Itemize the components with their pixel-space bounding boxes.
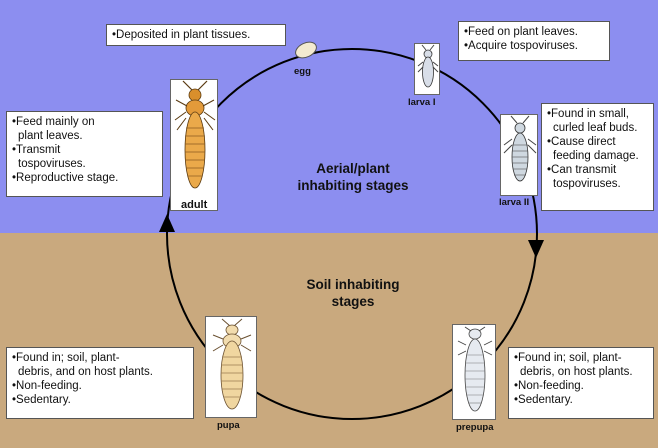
larva2-note: •Found in small, curled leaf buds. •Caus… <box>541 103 654 211</box>
prepupa-note-line-1: •Found in; soil, plant- <box>514 351 648 365</box>
cycle-arrow-down <box>528 240 544 258</box>
cycle-arrow-up <box>159 214 175 232</box>
larva1-card <box>414 43 440 95</box>
adult-note-line-5: •Reproductive stage. <box>12 171 157 185</box>
adult-note: •Feed mainly on plant leaves. •Transmit … <box>6 111 163 197</box>
larva2-note-line-5: •Can transmit <box>547 163 648 177</box>
aerial-zone-label: Aerial/plant inhabiting stages <box>268 160 438 194</box>
pupa-note-line-1: •Found in; soil, plant- <box>12 351 188 365</box>
larva1-label: larva I <box>408 97 435 108</box>
larva2-note-line-4: feeding damage. <box>547 149 648 163</box>
adult-note-line-4: tospoviruses. <box>12 157 157 171</box>
soil-zone-label-line-1: Soil inhabiting <box>268 276 438 293</box>
prepupa-note-line-4: •Sedentary. <box>514 393 648 407</box>
larva2-image <box>501 115 539 197</box>
egg-note-line: •Deposited in plant tissues. <box>112 28 280 42</box>
pupa-image <box>206 317 258 419</box>
prepupa-note: •Found in; soil, plant- debris, on host … <box>508 347 654 419</box>
prepupa-card <box>452 324 496 420</box>
larva1-note: •Feed on plant leaves. •Acquire tospovir… <box>458 21 610 61</box>
larva2-label: larva II <box>499 197 529 208</box>
egg-note: •Deposited in plant tissues. <box>106 24 286 46</box>
larva2-note-line-3: •Cause direct <box>547 135 648 149</box>
prepupa-image <box>453 325 497 421</box>
pupa-note: •Found in; soil, plant- debris, and on h… <box>6 347 194 419</box>
egg-image <box>290 37 322 65</box>
larva2-card <box>500 114 538 196</box>
adult-card <box>170 79 218 211</box>
pupa-note-line-3: •Non-feeding. <box>12 379 188 393</box>
prepupa-note-line-2: debris, on host plants. <box>514 365 648 379</box>
adult-note-line-2: plant leaves. <box>12 129 157 143</box>
egg-label: egg <box>294 66 311 77</box>
larva2-note-line-6: tospoviruses. <box>547 177 648 191</box>
adult-image <box>171 80 219 212</box>
larva1-note-line-1: •Feed on plant leaves. <box>464 25 604 39</box>
prepupa-label: prepupa <box>456 422 493 433</box>
pupa-card <box>205 316 257 418</box>
prepupa-note-line-3: •Non-feeding. <box>514 379 648 393</box>
pupa-note-line-2: debris, and on host plants. <box>12 365 188 379</box>
aerial-zone-label-line-1: Aerial/plant <box>268 160 438 177</box>
soil-zone-label-line-2: stages <box>268 293 438 310</box>
adult-note-line-1: •Feed mainly on <box>12 115 157 129</box>
larva1-image <box>415 44 441 96</box>
larva2-note-line-1: •Found in small, <box>547 107 648 121</box>
egg-card <box>290 37 322 65</box>
soil-zone-label: Soil inhabiting stages <box>268 276 438 310</box>
adult-label: adult <box>181 199 207 211</box>
aerial-zone-label-line-2: inhabiting stages <box>268 177 438 194</box>
larva2-note-line-2: curled leaf buds. <box>547 121 648 135</box>
adult-note-line-3: •Transmit <box>12 143 157 157</box>
pupa-note-line-4: •Sedentary. <box>12 393 188 407</box>
pupa-label: pupa <box>217 420 240 431</box>
larva1-note-line-2: •Acquire tospoviruses. <box>464 39 604 53</box>
